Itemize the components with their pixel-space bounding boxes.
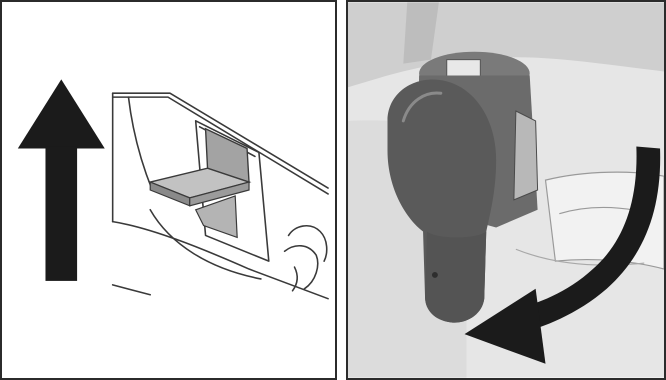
up-arrow-icon xyxy=(18,79,105,281)
right-panel xyxy=(346,0,666,380)
left-illustration xyxy=(2,2,335,378)
left-panel xyxy=(0,0,337,380)
latch-tab xyxy=(150,129,249,238)
right-illustration xyxy=(348,2,664,378)
